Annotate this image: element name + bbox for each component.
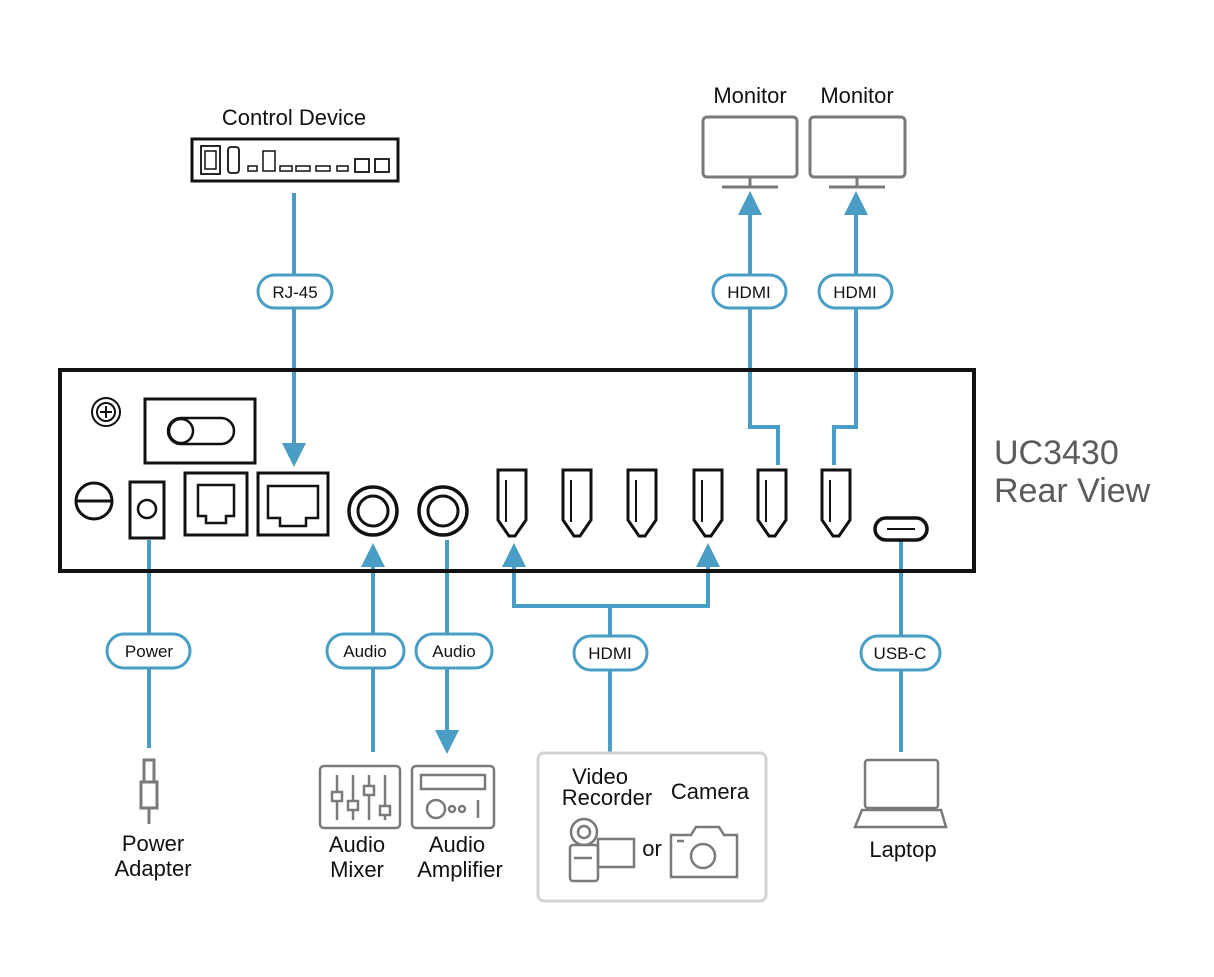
audio-mixer-label-line1: Audio	[329, 832, 385, 857]
monitor-2-label: Monitor	[820, 83, 893, 108]
rj11-port	[183, 471, 249, 537]
hdmi-in-label: HDMI	[588, 644, 631, 663]
audio-amplifier-label-line1: Audio	[429, 832, 485, 857]
audio-out-jack	[417, 485, 469, 537]
monitor-2-icon	[808, 115, 907, 189]
hdmi-out-2-label: HDMI	[833, 283, 876, 302]
monitor-1-icon	[701, 115, 799, 189]
audio-in-jack	[347, 485, 399, 537]
uc3430-rear-panel	[58, 368, 976, 573]
amplifier-icon	[410, 764, 496, 830]
video-source-group	[536, 751, 768, 903]
power-label: Power	[125, 642, 174, 661]
hdmi-out-port-2	[820, 468, 852, 538]
hdmi-out-1-label: HDMI	[727, 283, 770, 302]
audio-out-label: Audio	[432, 642, 475, 661]
mixer-faders-icon	[318, 764, 402, 830]
audio-mixer-label-line2: Mixer	[330, 857, 384, 882]
rj45-pill: RJ-45	[256, 273, 334, 310]
video-recorder-label-line1: Video	[572, 764, 628, 789]
power-adapter-label-line2: Adapter	[114, 856, 191, 881]
hdmi-in-pill: HDMI	[572, 634, 649, 672]
rack-device-icon	[190, 137, 400, 183]
laptop-icon	[853, 758, 948, 829]
usbc-port	[873, 516, 929, 542]
audio-out-pill: Audio	[414, 632, 494, 670]
dc-plug-icon	[139, 758, 159, 824]
camera-icon	[669, 825, 739, 879]
video-recorder-label-line2: Recorder	[562, 785, 652, 810]
hdmi-out-port-1	[756, 468, 788, 538]
rj45-label: RJ-45	[272, 283, 317, 302]
audio-in-pill: Audio	[325, 632, 406, 670]
hdmi-in-port-1	[496, 468, 528, 538]
camcorder-icon	[568, 817, 636, 883]
device-view: Rear View	[994, 472, 1151, 510]
power-adapter-label-line1: Power	[122, 831, 184, 856]
audio-amplifier-label-line2: Amplifier	[417, 857, 503, 882]
hdmi-out-2-pill: HDMI	[817, 273, 894, 310]
hdmi-port-3	[626, 468, 658, 538]
usbc-label: USB-C	[874, 644, 927, 663]
power-switch	[143, 397, 257, 465]
hdmi-in-port-4	[692, 468, 724, 538]
hdmi-port-2	[561, 468, 593, 538]
ground-screw-icon	[91, 397, 121, 427]
rj45-port	[256, 471, 330, 537]
laptop-label: Laptop	[869, 837, 936, 862]
dc-power-port	[128, 480, 166, 540]
hdmi-out-1-pill: HDMI	[711, 273, 788, 310]
power-pill: Power	[105, 632, 192, 670]
hdmi-ports	[496, 468, 852, 538]
or-label: or	[642, 836, 662, 861]
audio-in-label: Audio	[343, 642, 386, 661]
control-device-label: Control Device	[222, 105, 366, 130]
device-model: UC3430	[994, 434, 1119, 472]
usbc-pill: USB-C	[859, 634, 942, 672]
camera-label: Camera	[671, 779, 750, 804]
monitor-1-label: Monitor	[713, 83, 786, 108]
cable-lock-icon	[74, 481, 114, 521]
hdmi-out-1-line	[738, 191, 780, 465]
hdmi-out-2-line	[832, 191, 868, 465]
hdmi-in-branch	[502, 543, 720, 608]
